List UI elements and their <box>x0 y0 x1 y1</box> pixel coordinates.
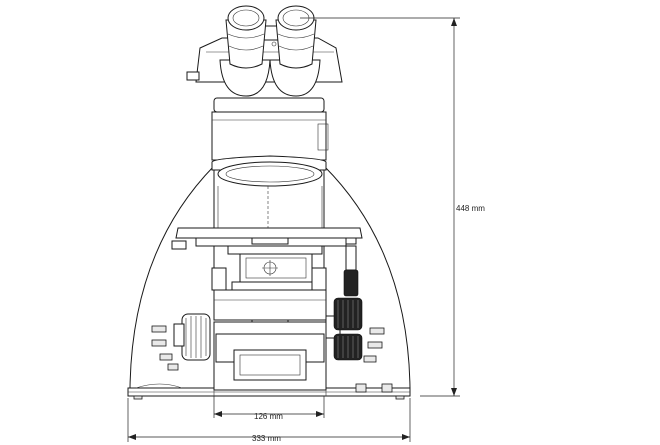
left-side-controls <box>151 325 179 371</box>
left-eyepiece <box>225 5 267 69</box>
right-eyepiece <box>275 5 317 69</box>
right-side-controls <box>355 327 393 393</box>
lower-body <box>211 267 327 396</box>
right-focus-knobs <box>325 245 363 361</box>
height-dimension-label: 448 mm <box>456 204 485 213</box>
base-width-dimension <box>127 398 411 442</box>
head-mount <box>211 97 329 161</box>
stage-width-dimension <box>213 396 325 418</box>
stage-width-dimension-label: 126 mm <box>254 412 283 421</box>
microscope-arm <box>211 155 327 270</box>
height-dimension <box>300 17 460 397</box>
base-width-dimension-label: 333 mm <box>252 434 281 443</box>
left-focus-knob <box>173 313 211 361</box>
